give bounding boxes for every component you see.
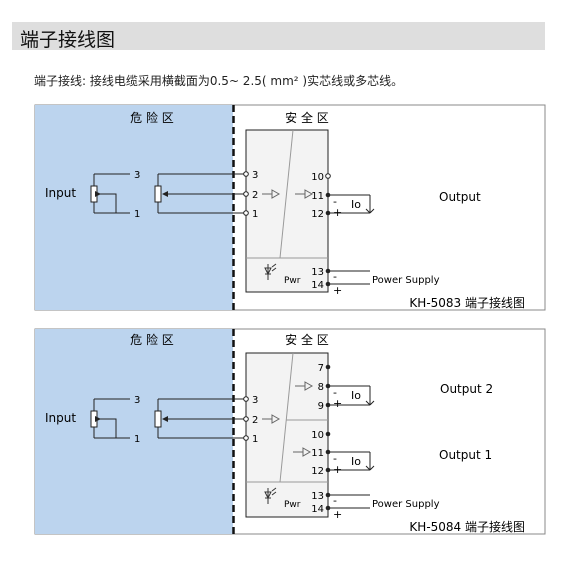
diagram-kh5084: 危 险 区 安 全 区 Input 3 1 <box>34 328 546 535</box>
terminal-pwr-14 <box>325 505 331 511</box>
terminal-pwr-13 <box>325 492 331 498</box>
pwr-led-icon <box>264 263 277 280</box>
terminal-pwr-13 <box>325 268 331 274</box>
terminal-in-1 <box>243 210 249 216</box>
output2-minus: - <box>333 386 337 399</box>
diagram-kh5083: 危 险 区 安 全 区 Input 3 1 <box>34 104 546 311</box>
output1-label: Output 1 <box>439 448 492 462</box>
power-plus: + <box>333 284 342 297</box>
terminal-out-11 <box>325 449 331 455</box>
output-io-label: Io <box>351 198 361 211</box>
terminal-out-9 <box>325 402 331 408</box>
output2-plus: + <box>333 397 342 410</box>
danger-zone <box>35 105 233 310</box>
pot-terminal-1: 1 <box>134 434 140 445</box>
terminal-label-out-7: 7 <box>318 363 324 374</box>
terminal-label-out-10: 10 <box>311 172 324 183</box>
danger-zone <box>35 329 233 534</box>
signal-arrow-1 <box>262 189 314 199</box>
output-terminals: 10 11 12 <box>311 172 331 220</box>
output2-load <box>330 385 375 406</box>
sensor-potentiometer <box>154 173 246 214</box>
terminal-label-out-11: 11 <box>311 448 324 459</box>
diagram-caption: KH-5083 端子接线图 <box>409 295 525 310</box>
pot-terminal-3: 3 <box>134 170 140 181</box>
terminal-out-12 <box>325 210 331 216</box>
output-label: Output <box>439 190 481 204</box>
danger-zone-label: 危 险 区 <box>130 332 174 347</box>
sensor-potentiometer <box>154 398 246 439</box>
pot-terminal-3: 3 <box>134 395 140 406</box>
danger-zone-label: 危 险 区 <box>130 110 174 125</box>
terminal-label-pwr-14: 14 <box>311 504 324 515</box>
terminal-label-out-12: 12 <box>311 466 324 477</box>
pot-terminal-1: 1 <box>134 209 140 220</box>
isolator-module <box>245 129 329 293</box>
output-load <box>330 194 375 214</box>
terminal-label-in-1: 1 <box>252 209 258 220</box>
power-minus: - <box>333 270 337 283</box>
input-potentiometer <box>90 173 130 214</box>
terminal-in-1 <box>243 435 249 441</box>
terminal-label-pwr-13: 13 <box>311 267 324 278</box>
isolation-line <box>279 129 294 259</box>
isolation-line <box>279 352 294 483</box>
output1-plus: + <box>333 463 342 476</box>
output1-terminals: 10 11 12 <box>311 430 331 477</box>
output2-io-label: Io <box>351 389 361 402</box>
output1-io-label: Io <box>351 455 361 468</box>
terminal-in-2 <box>243 416 249 422</box>
section-title: 端子接线图 <box>20 29 116 51</box>
terminal-out-10 <box>325 431 331 437</box>
terminal-label-pwr-14: 14 <box>311 280 324 291</box>
terminal-label-in-3: 3 <box>252 170 258 181</box>
input-terminals: 3 2 1 <box>243 395 258 445</box>
terminal-label-out-11: 11 <box>311 191 324 202</box>
terminal-label-out-9: 9 <box>318 401 324 412</box>
terminal-out-11 <box>325 192 331 198</box>
diagram-caption: KH-5084 端子接线图 <box>409 519 525 534</box>
wiring-note: 端子接线: 接线电缆采用横截面为0.5~ 2.5( mm² )实芯线或多芯线。 <box>34 74 404 88</box>
power-supply-label: Power Supply <box>372 275 440 286</box>
terminal-in-3 <box>243 396 249 402</box>
output2-terminals: 7 8 9 <box>318 363 331 412</box>
pwr-led-icon <box>264 487 277 504</box>
output-minus: - <box>333 195 337 208</box>
output-plus: + <box>333 206 342 219</box>
power-supply-label: Power Supply <box>372 499 440 510</box>
section-header: 端子接线图 <box>12 22 545 51</box>
safe-zone-label: 安 全 区 <box>285 332 329 347</box>
input-label: Input <box>45 411 76 425</box>
power-plus: + <box>333 508 342 521</box>
power-minus: - <box>333 494 337 507</box>
isolator-module <box>245 352 329 518</box>
terminal-label-in-3: 3 <box>252 395 258 406</box>
output2-label: Output 2 <box>440 382 493 396</box>
terminal-out-10 <box>325 173 331 179</box>
terminal-out-12 <box>325 467 331 473</box>
terminal-label-in-2: 2 <box>252 415 258 426</box>
output1-minus: - <box>333 452 337 465</box>
terminal-label-in-2: 2 <box>252 190 258 201</box>
input-terminals: 3 2 1 <box>243 170 258 220</box>
pwr-label: Pwr <box>284 276 301 286</box>
terminal-in-3 <box>243 171 249 177</box>
input-label: Input <box>45 186 76 200</box>
terminal-label-out-8: 8 <box>318 382 324 393</box>
terminal-label-pwr-13: 13 <box>311 491 324 502</box>
signal-arrow-1 <box>262 381 314 457</box>
terminal-in-2 <box>243 191 249 197</box>
terminal-label-out-12: 12 <box>311 209 324 220</box>
terminal-label-in-1: 1 <box>252 434 258 445</box>
input-potentiometer <box>90 398 130 439</box>
output1-load <box>330 451 375 471</box>
pwr-label: Pwr <box>284 500 301 510</box>
terminal-label-out-10: 10 <box>311 430 324 441</box>
terminal-out-8 <box>325 383 331 389</box>
safe-zone-label: 安 全 区 <box>285 110 329 125</box>
terminal-pwr-14 <box>325 281 331 287</box>
terminal-out-7 <box>325 364 331 370</box>
